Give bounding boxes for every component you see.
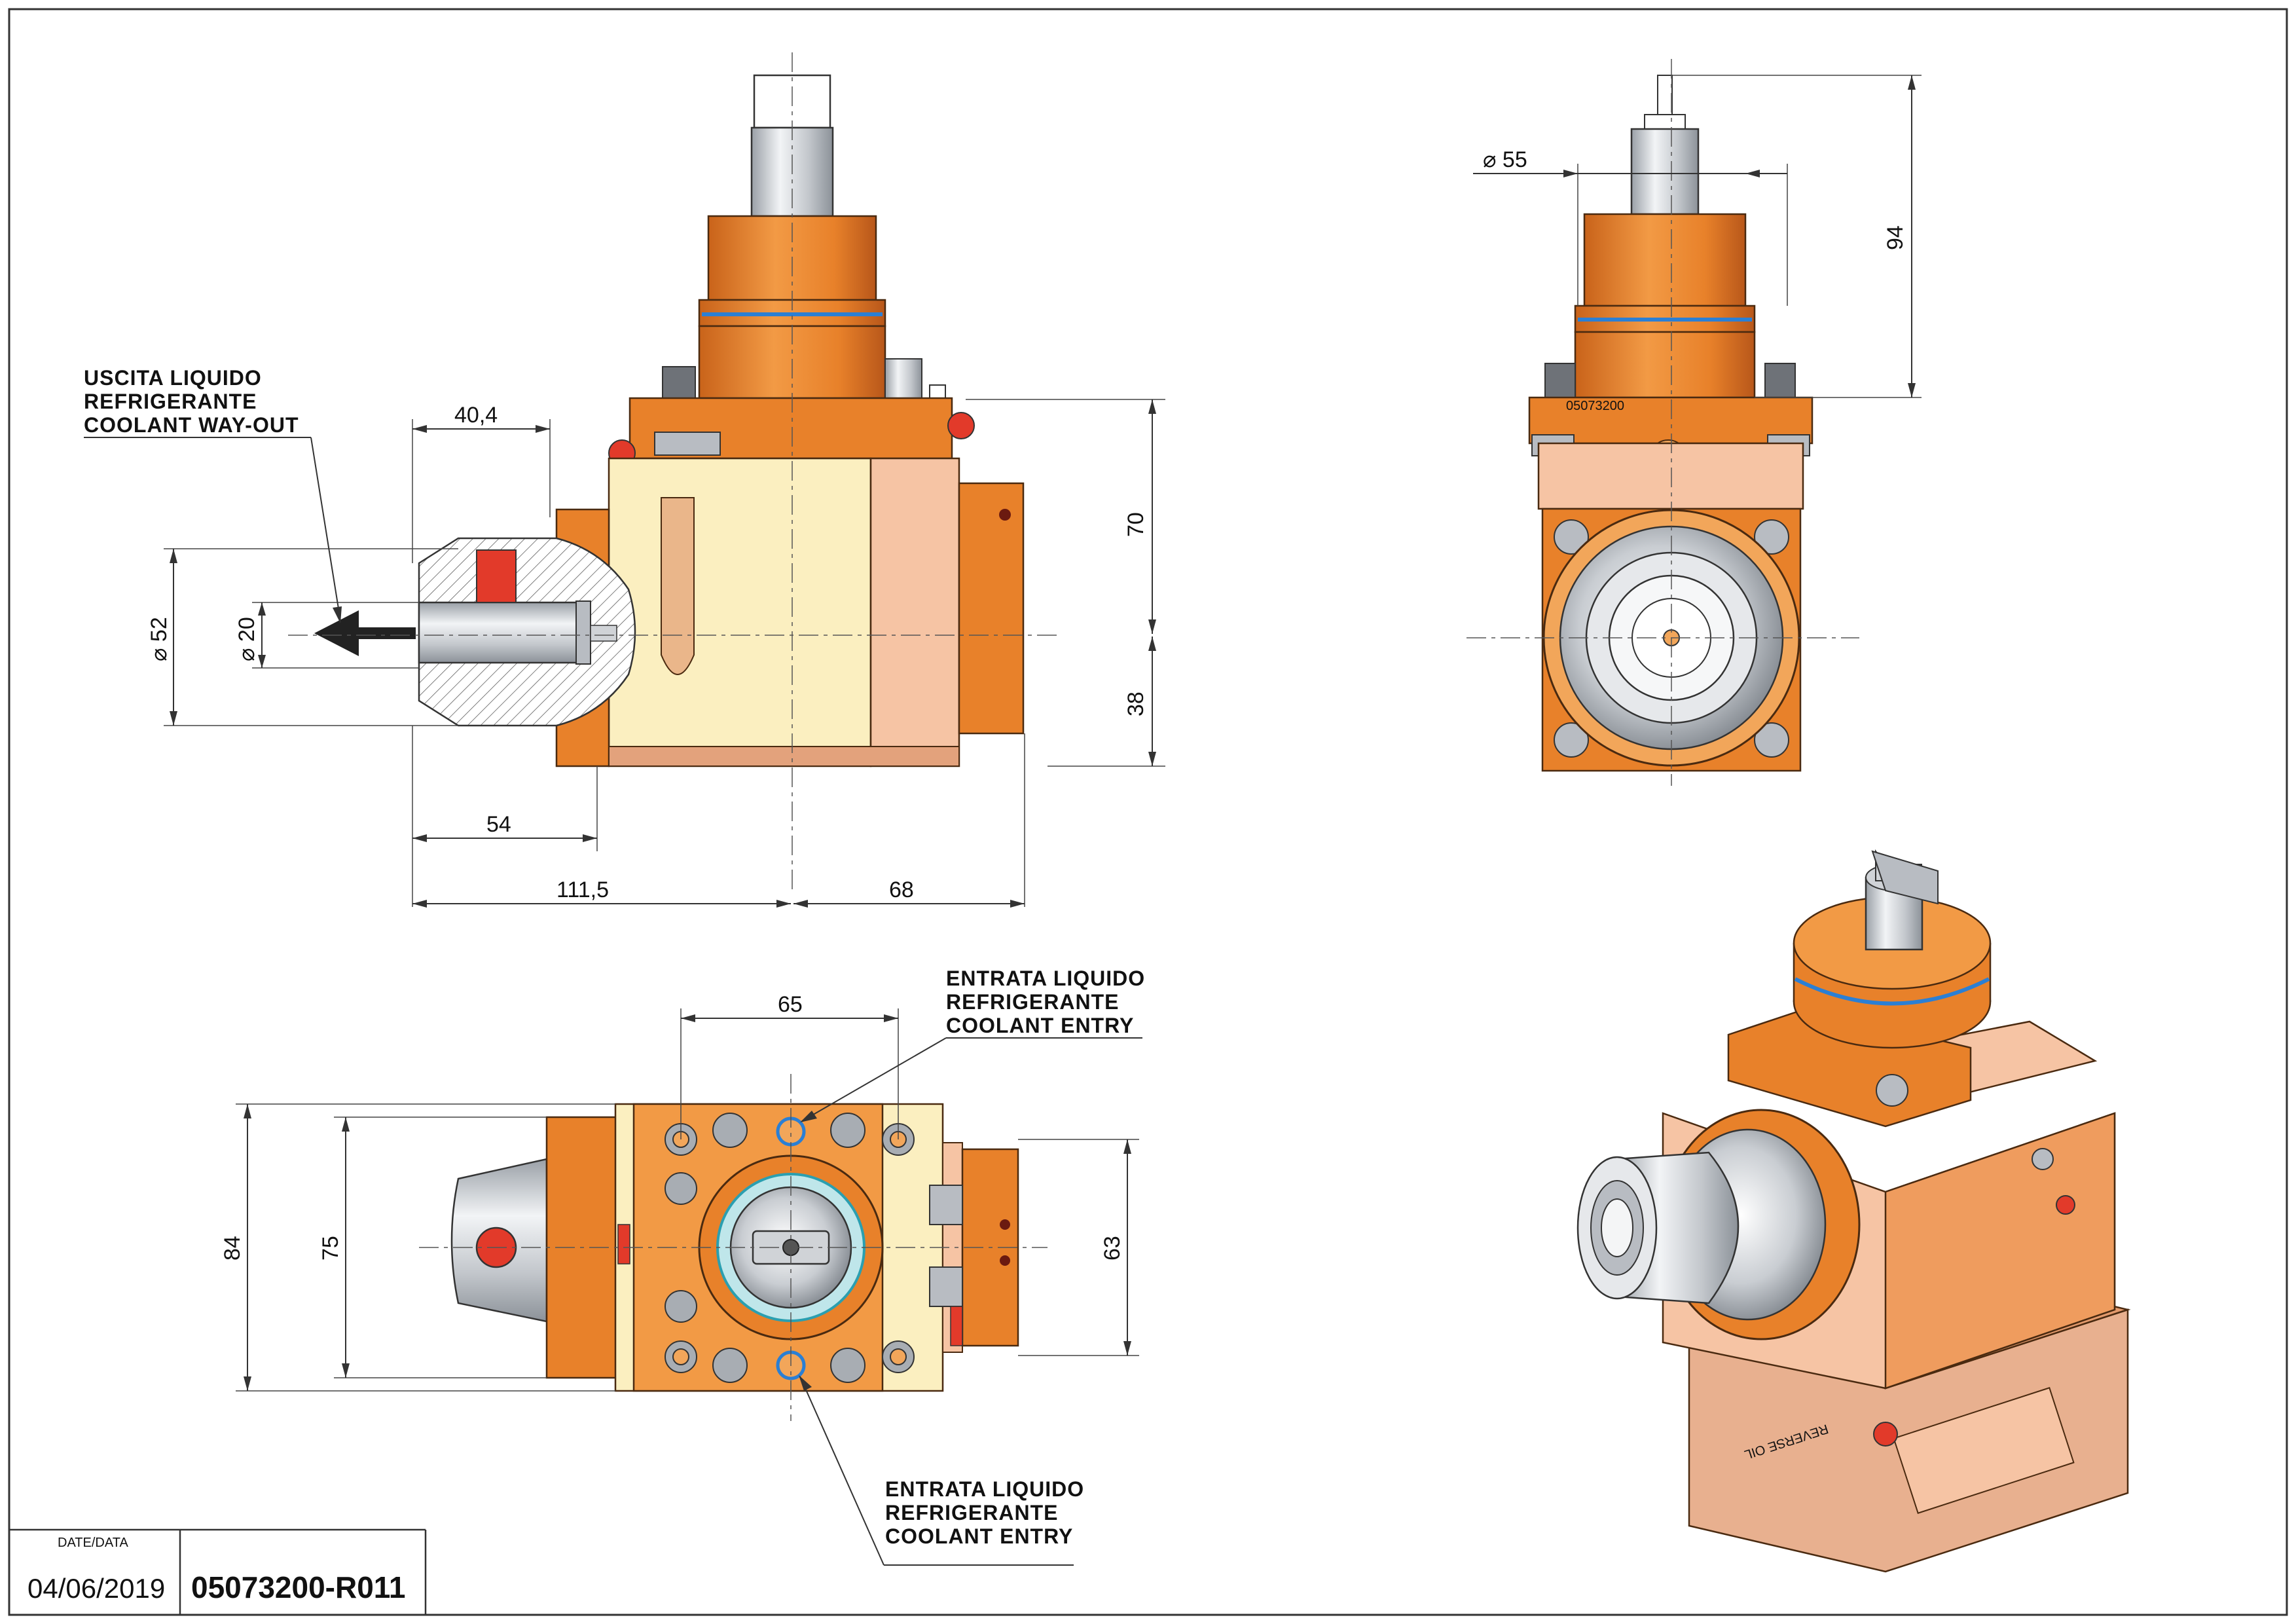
dim-70: 70 xyxy=(1123,512,1148,537)
body xyxy=(608,457,872,767)
callout-entry-bottom-line2: REFRIGERANTE xyxy=(885,1501,1058,1524)
dim-dia-52: ⌀ 52 xyxy=(147,617,172,661)
front-view-dimensions: 40,4 ⌀ 52 ⌀ 20 70 38 54 xyxy=(147,399,1165,908)
callout-out-line3: COOLANT WAY-OUT xyxy=(84,413,299,437)
top-view-dimensions: 65 84 75 63 xyxy=(220,992,1139,1392)
sheet-border xyxy=(8,8,2288,1616)
end-view-part-code: 05073200 xyxy=(1566,399,1624,413)
dim-84: 84 xyxy=(220,1236,245,1261)
isometric-view: REVERSE OIL xyxy=(1576,849,2131,1573)
dim-94: 94 xyxy=(1883,225,1908,250)
dim-75: 75 xyxy=(318,1236,343,1261)
callout-coolant-entry-bottom: ENTRATA LIQUIDO REFRIGERANTE COOLANT ENT… xyxy=(799,1375,1084,1566)
title-date: 04/06/2019 xyxy=(27,1573,165,1604)
end-view-dimensions: ⌀ 55 94 xyxy=(1473,75,1922,398)
callout-out-line1: USCITA LIQUIDO xyxy=(84,366,262,390)
callout-entry-bottom-line1: ENTRATA LIQUIDO xyxy=(885,1477,1084,1501)
dim-68: 68 xyxy=(889,877,914,902)
dim-38: 38 xyxy=(1123,692,1148,716)
callout-entry-top-line1: ENTRATA LIQUIDO xyxy=(946,967,1145,990)
dim-dia-55: ⌀ 55 xyxy=(1483,147,1527,172)
callout-coolant-way-out: USCITA LIQUIDO REFRIGERANTE COOLANT WAY-… xyxy=(84,366,342,623)
title-date-label: DATE/DATA xyxy=(58,1536,128,1550)
dim-54: 54 xyxy=(486,812,511,837)
top-view xyxy=(419,1074,1048,1421)
dim-40-4: 40,4 xyxy=(454,403,498,428)
callout-out-line2: REFRIGERANTE xyxy=(84,390,257,413)
dim-dia-20: ⌀ 20 xyxy=(234,617,259,661)
callout-entry-bottom-line3: COOLANT ENTRY xyxy=(885,1524,1073,1548)
callout-entry-top-line3: COOLANT ENTRY xyxy=(946,1014,1134,1037)
title-block: DATE/DATA 04/06/2019 05073200-R011 xyxy=(9,1528,427,1615)
end-view: 05073200 xyxy=(1467,59,1859,786)
dim-65: 65 xyxy=(778,992,803,1017)
coolant-outlet-arrow xyxy=(314,610,416,656)
title-drawing-code: 05073200-R011 xyxy=(191,1570,405,1604)
front-view xyxy=(288,52,1061,891)
callout-coolant-entry-top: ENTRATA LIQUIDO REFRIGERANTE COOLANT ENT… xyxy=(800,967,1145,1122)
callout-entry-top-line2: REFRIGERANTE xyxy=(946,990,1119,1014)
dim-63: 63 xyxy=(1100,1236,1125,1261)
dim-111-5: 111,5 xyxy=(556,877,609,902)
